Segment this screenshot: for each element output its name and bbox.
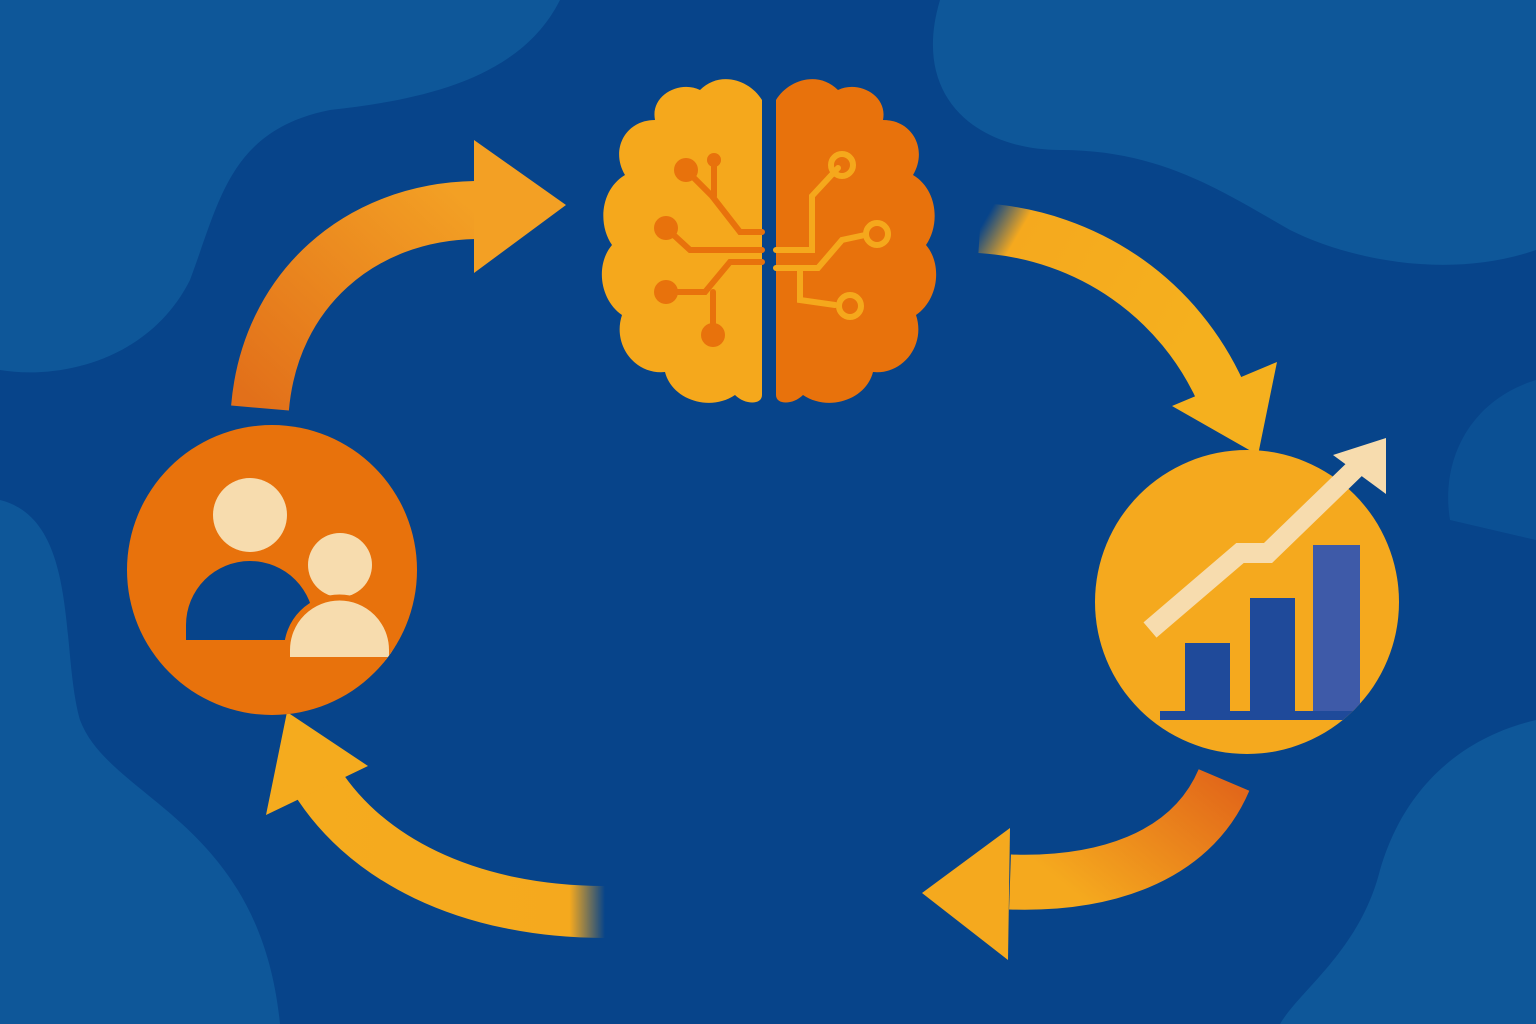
bar-chart-growth-icon [1095,438,1399,754]
chart-bar [1250,598,1295,711]
chart-bar [1185,643,1230,711]
users-icon [127,425,417,715]
arrow-ai-to-growth [978,203,1277,455]
trend-arrow-line [1143,454,1369,638]
background-blob [1448,380,1536,540]
background-blob [0,500,280,1024]
background-blob [1280,720,1536,1024]
brain-circuit-icon [601,79,937,403]
arrow-growth-to-people-right [922,768,1250,960]
chart-bar [1313,545,1360,711]
chart-baseline [1160,711,1365,720]
arrow-people-to-ai [231,140,566,412]
arrow-growth-to-people-left [266,712,606,938]
background-blob [0,0,560,373]
background-blob [932,0,1536,265]
trend-arrow-head [1333,438,1386,494]
